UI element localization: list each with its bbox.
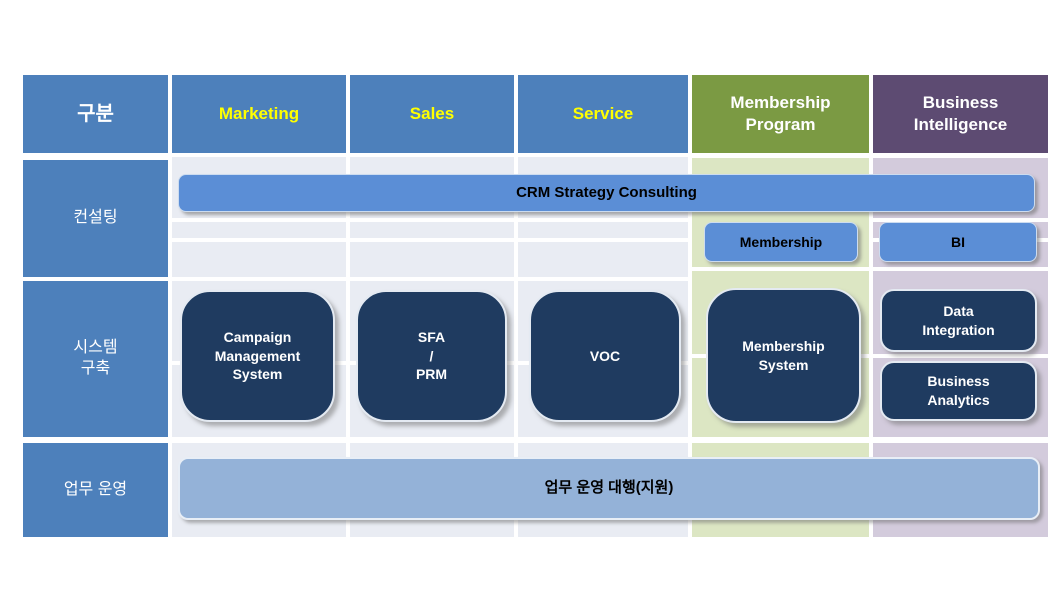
header-cell-category: 구분 [23,75,168,153]
voc-box: VOC [529,290,681,422]
column-background-strip [172,242,346,277]
row-label-system-build: 시스템 구축 [23,281,168,437]
header-cell-marketing: Marketing [172,75,346,153]
crm-strategy-consulting-bar: CRM Strategy Consulting [178,174,1035,212]
row-label-consulting: 컨설팅 [23,160,168,277]
bi-consulting-box: BI [879,222,1037,262]
business-analytics-box: Business Analytics [880,361,1037,421]
data-integration-box: Data Integration [880,289,1037,352]
header-cell-membership-program: Membership Program [692,75,869,153]
column-background-strip [172,222,346,238]
column-background-strip [350,242,514,277]
operations-outsourcing-bar: 업무 운영 대행(지원) [178,457,1040,520]
header-cell-sales: Sales [350,75,514,153]
membership-consulting-box: Membership [704,222,858,262]
membership-system-box: Membership System [706,288,861,423]
sfa-prm-box: SFA / PRM [356,290,507,422]
campaign-management-system-box: Campaign Management System [180,290,335,422]
row-label-operations: 업무 운영 [23,443,168,537]
column-background-strip [518,222,688,238]
header-cell-service: Service [518,75,688,153]
column-background-strip [350,222,514,238]
header-cell-business-intelligence: Business Intelligence [873,75,1048,153]
column-background-strip [518,242,688,277]
